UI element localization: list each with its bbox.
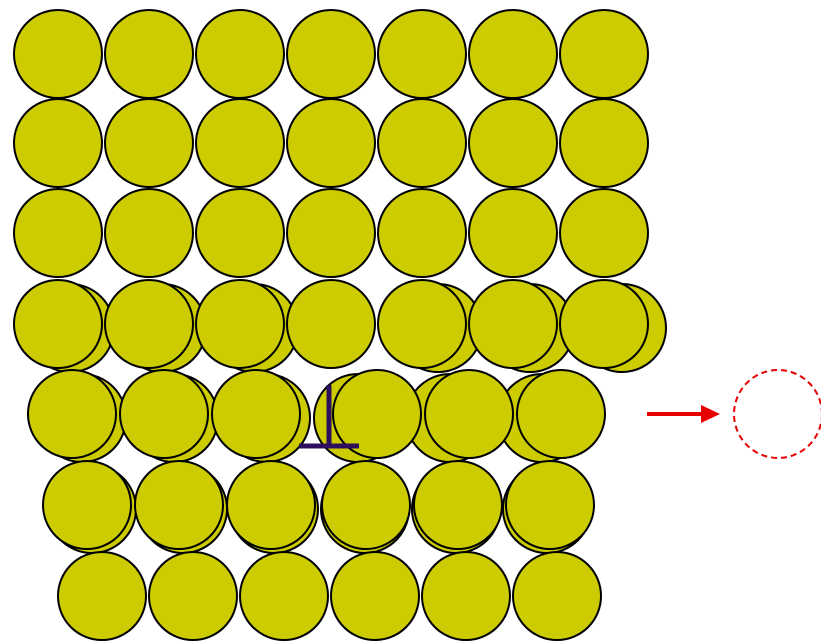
atom (287, 99, 375, 187)
atom (378, 10, 466, 98)
atom (149, 552, 237, 640)
atom (287, 189, 375, 277)
atom (287, 280, 375, 368)
atom (28, 370, 116, 458)
atom-migration (647, 370, 821, 458)
atom (422, 552, 510, 640)
atom (196, 280, 284, 368)
atom (469, 99, 557, 187)
atom (120, 370, 208, 458)
atom (212, 370, 300, 458)
atom (14, 10, 102, 98)
atom (105, 280, 193, 368)
atom (469, 10, 557, 98)
atom (287, 10, 375, 98)
atom (517, 370, 605, 458)
vacancy-site (734, 370, 821, 458)
atom (14, 280, 102, 368)
right-arrow-icon (701, 405, 720, 423)
atom (378, 280, 466, 368)
atom (560, 10, 648, 98)
atom (196, 10, 284, 98)
atom (105, 10, 193, 98)
atom (560, 189, 648, 277)
atom (506, 461, 594, 549)
atom (378, 189, 466, 277)
atom (560, 99, 648, 187)
atom (513, 552, 601, 640)
atom (469, 189, 557, 277)
atom (240, 552, 328, 640)
atom (105, 99, 193, 187)
atom (14, 99, 102, 187)
atom (414, 461, 502, 549)
atom (227, 461, 315, 549)
atom (43, 461, 131, 549)
atom (58, 552, 146, 640)
atom (105, 189, 193, 277)
atom (378, 99, 466, 187)
atom (560, 280, 648, 368)
atom (331, 552, 419, 640)
atom (322, 461, 410, 549)
atom (14, 189, 102, 277)
atom (196, 189, 284, 277)
atom (196, 99, 284, 187)
atom (135, 461, 223, 549)
atom (425, 370, 513, 458)
atom (469, 280, 557, 368)
